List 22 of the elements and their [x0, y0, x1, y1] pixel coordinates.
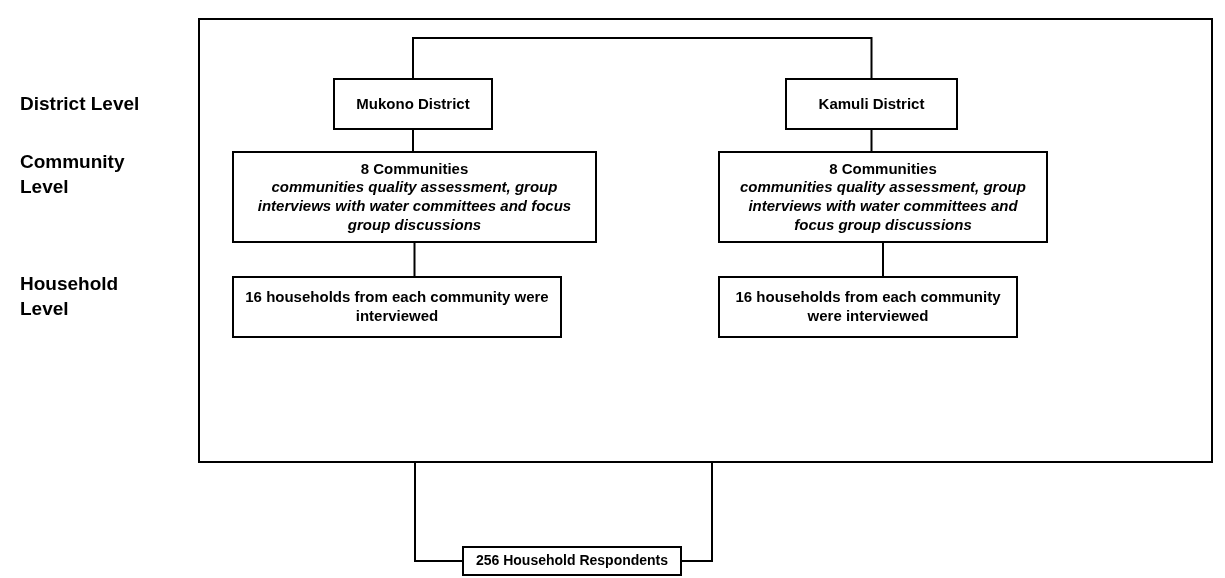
level-label: Household Level — [20, 272, 120, 321]
household-box: 16 households from each community were interviewed — [232, 276, 562, 338]
respondents-box: 256 Household Respondents — [462, 546, 682, 576]
box-heading: 8 Communities — [829, 159, 937, 179]
level-label: District Level — [20, 92, 141, 116]
box-description: communities quality assessment, group interviews with water committees and focus group discussions — [256, 178, 573, 235]
connector-line — [413, 242, 416, 277]
box-description: communities quality assessment, group interviews with water committees and focus group discussions — [739, 178, 1027, 235]
connector-line — [882, 242, 884, 277]
box-heading: 8 Communities — [360, 159, 469, 179]
household-box: 16 households from each community were interviewed — [718, 276, 1018, 338]
district-box: Mukono District — [333, 78, 493, 130]
connector-line — [412, 37, 873, 79]
frame-box — [198, 18, 1213, 463]
connector-line — [870, 129, 873, 152]
community-box — [232, 151, 597, 243]
district-box: Kamuli District — [785, 78, 958, 130]
connector-line — [412, 129, 414, 152]
community-box — [718, 151, 1048, 243]
connector-line — [414, 462, 463, 562]
connector-line — [681, 462, 713, 562]
level-label: Community Level — [20, 150, 126, 199]
